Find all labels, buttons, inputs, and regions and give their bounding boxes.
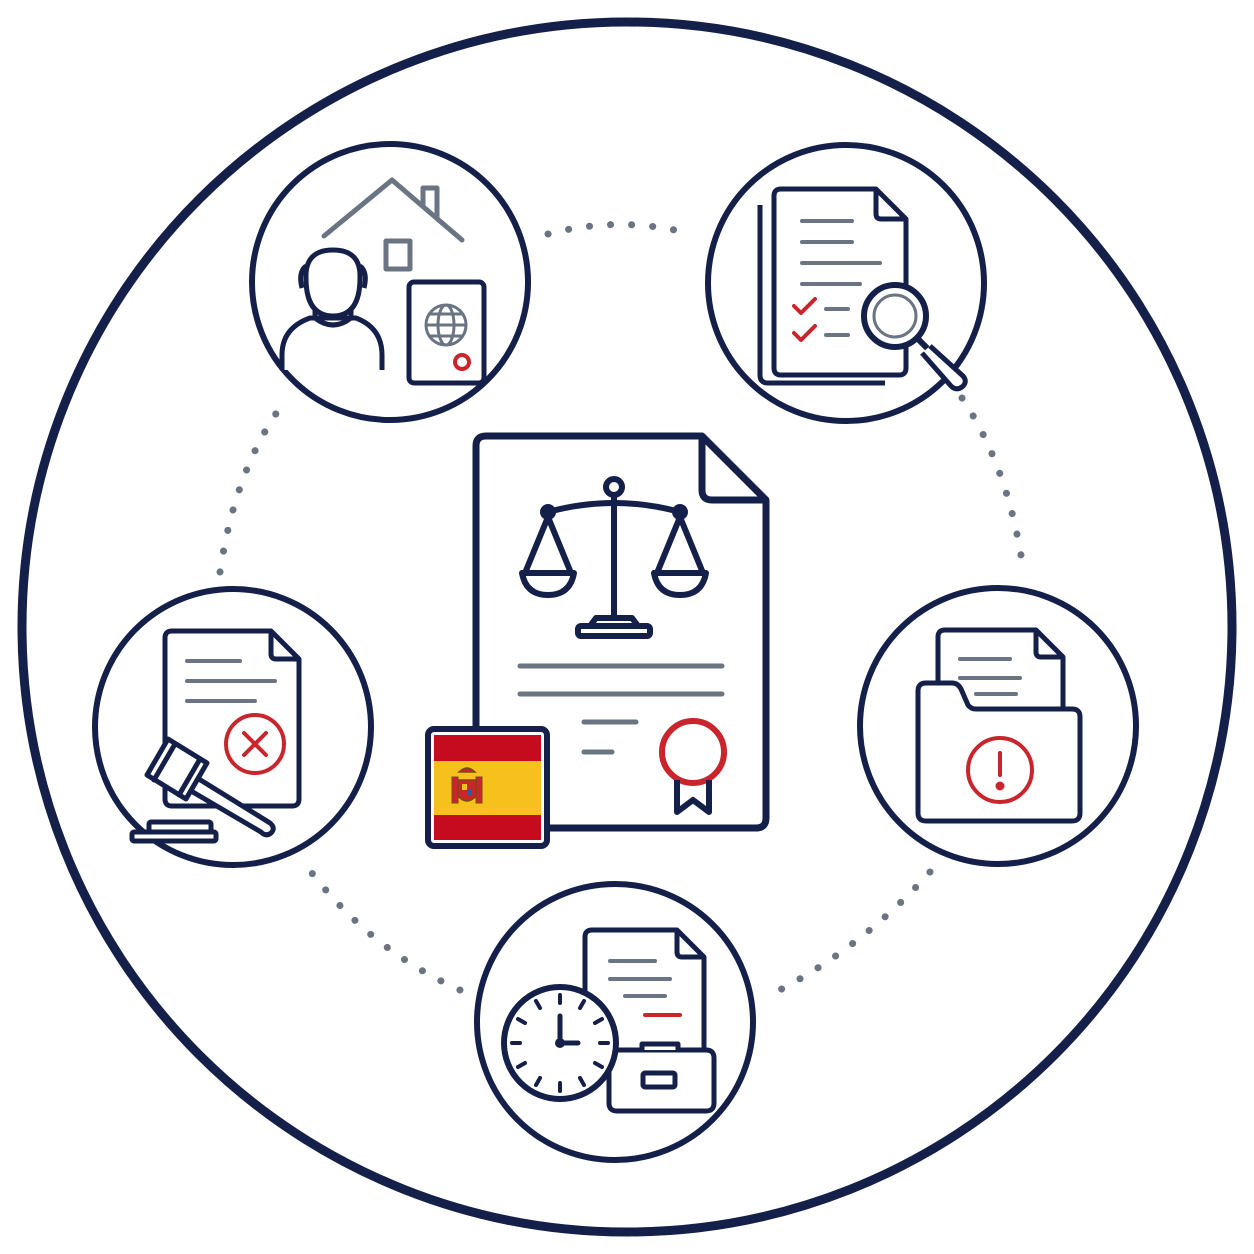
outer-ring bbox=[17, 17, 1237, 1237]
house-person-passport-icon bbox=[249, 141, 531, 423]
document-rejected-gavel-icon bbox=[92, 586, 374, 868]
checkmark-icon bbox=[792, 297, 817, 342]
gavel-icon bbox=[129, 736, 276, 844]
dotted-connectors bbox=[216, 221, 1028, 999]
house-icon bbox=[321, 177, 465, 272]
coat-of-arms-icon bbox=[451, 767, 483, 804]
globe-icon bbox=[424, 303, 468, 347]
person-icon bbox=[279, 247, 385, 370]
certificate-seal-icon bbox=[659, 718, 727, 815]
clock-document-archive-icon bbox=[474, 881, 756, 1163]
exclamation-icon bbox=[966, 736, 1034, 804]
reject-x-icon bbox=[224, 713, 286, 775]
document-text-lines bbox=[517, 663, 725, 755]
scales-of-justice-icon bbox=[519, 476, 709, 639]
archive-box-icon bbox=[606, 1041, 717, 1114]
magnifier-icon bbox=[861, 282, 968, 392]
spain-flag-icon bbox=[425, 726, 550, 849]
folder-alert-icon bbox=[857, 585, 1139, 867]
document-review-magnifier-icon bbox=[705, 142, 987, 424]
clock-icon bbox=[501, 984, 619, 1102]
passport-icon bbox=[406, 279, 487, 386]
